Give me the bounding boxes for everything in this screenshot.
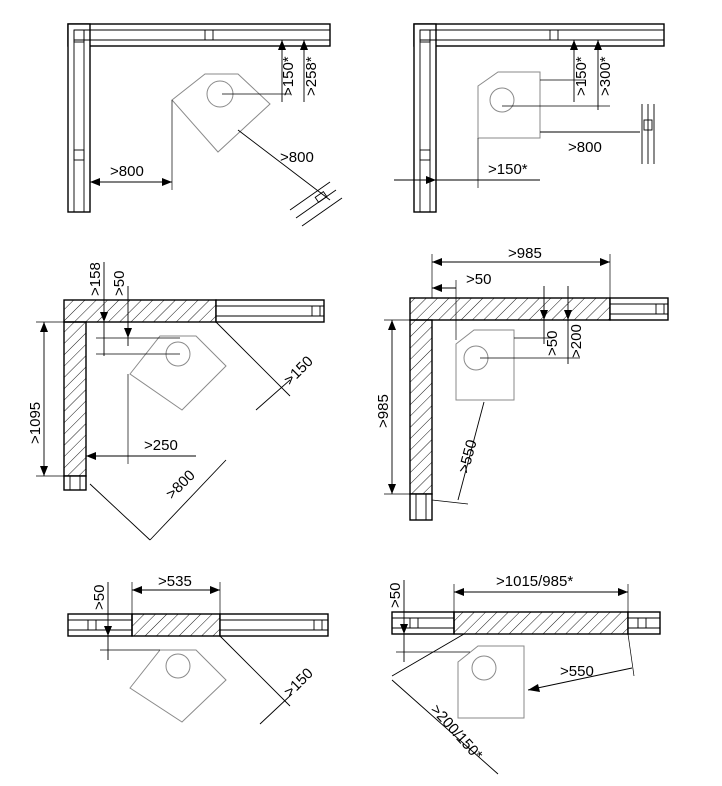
label-150-bottom: >150* (488, 161, 528, 178)
dimension-lines (384, 254, 611, 505)
label-50: >50 (91, 585, 108, 610)
label-50-top: >50 (466, 271, 491, 288)
hood-unit (477, 71, 541, 139)
label-158: >158 (87, 262, 104, 296)
wall-frame (391, 611, 661, 635)
label-50-vertical: >50 (544, 331, 561, 356)
label-250: >250 (144, 437, 178, 454)
label-985-top: >985 (508, 245, 542, 262)
label-1095: >1095 (27, 402, 44, 444)
label-800-horizontal: >800 (110, 163, 144, 180)
label-800-diagonal: >800 (280, 149, 314, 166)
label-258: >258* (303, 56, 320, 96)
label-150: >150* (573, 56, 590, 96)
panel-1-corner-diagonal: >150* >258* >800 >800 (67, 23, 343, 227)
panel-6-wall-rotated: >50 >1015/985* >550 >200/150* (387, 573, 661, 775)
dimension-lines (391, 580, 635, 775)
wall-frame (67, 23, 331, 213)
wall-frame (409, 297, 669, 521)
label-1015-985: >1015/985* (496, 573, 573, 590)
wall-frame (413, 23, 665, 213)
wall-frame (67, 613, 329, 637)
hood-unit (129, 649, 227, 723)
label-550: >550 (560, 663, 594, 680)
panel-5-wall-centered: >50 >535 >150 (67, 573, 329, 725)
panel-2-corner-rotated: >150* >300* >800 >150* (394, 23, 665, 213)
hood-unit (171, 73, 271, 153)
label-150: >150 (281, 665, 317, 701)
dimension-lines (100, 582, 293, 725)
dimension-lines (394, 40, 640, 188)
label-50: >50 (387, 583, 404, 608)
label-985-side: >985 (375, 394, 392, 428)
hood-unit (129, 335, 227, 411)
label-550: >550 (455, 438, 480, 475)
side-cabinet (289, 181, 343, 227)
side-cabinet (641, 104, 655, 164)
label-300: >300* (597, 56, 614, 96)
hood-unit (457, 645, 525, 719)
label-150: >150* (280, 56, 297, 96)
label-150: >150 (281, 353, 317, 389)
dimension-lines (36, 262, 291, 541)
label-800: >800 (568, 139, 602, 156)
label-535: >535 (158, 573, 192, 590)
panel-4-corner-hatched: >985 >50 >50 >200 >985 >550 (375, 245, 669, 521)
hood-unit (455, 329, 515, 401)
wall-frame (63, 299, 325, 491)
panel-3-corner-hatched: >158 >50 >1095 >150 >250 >800 (27, 262, 325, 541)
label-50: >50 (111, 271, 128, 296)
dimension-lines (90, 40, 331, 201)
label-800: >800 (163, 467, 199, 503)
label-200: >200 (568, 324, 585, 358)
